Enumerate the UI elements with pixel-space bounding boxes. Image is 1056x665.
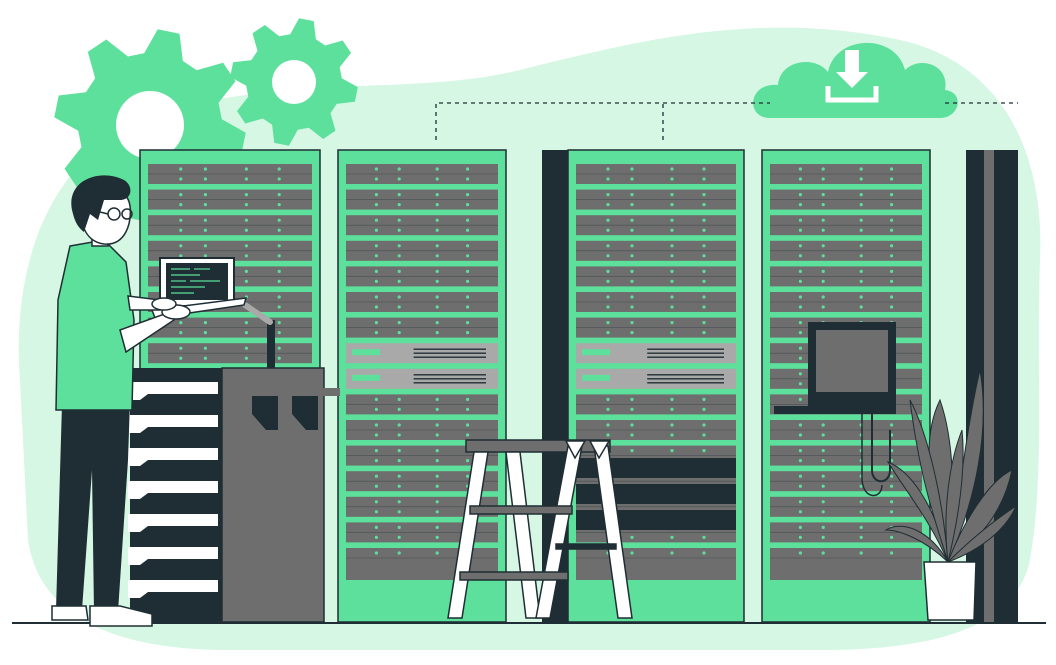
server-unit bbox=[346, 164, 498, 184]
network-lines bbox=[435, 102, 1018, 140]
drawer-cabinet bbox=[128, 367, 340, 623]
server-unit bbox=[346, 189, 498, 210]
plant-pot bbox=[923, 561, 977, 621]
plant-leaf bbox=[886, 460, 949, 563]
server-unit bbox=[576, 266, 736, 287]
server-unit bbox=[770, 292, 922, 312]
plant-leaf bbox=[945, 429, 964, 563]
monitor-arm bbox=[242, 302, 275, 368]
server-unit bbox=[148, 164, 312, 184]
potted-plant bbox=[884, 369, 1018, 621]
shoe bbox=[51, 605, 89, 621]
server-unit bbox=[346, 292, 498, 312]
plant-leaf bbox=[884, 525, 949, 563]
gear-icon bbox=[230, 18, 358, 146]
server-unit bbox=[770, 189, 922, 210]
glasses bbox=[99, 207, 133, 221]
plant-leaf bbox=[947, 504, 1018, 563]
laptop bbox=[150, 257, 248, 319]
server-unit bbox=[576, 394, 736, 415]
cabinet-bracket bbox=[252, 396, 278, 430]
server-unit bbox=[576, 317, 736, 338]
server-unit bbox=[770, 496, 922, 517]
cabinet-drawer bbox=[128, 415, 218, 433]
server-rack bbox=[337, 149, 507, 623]
server-unit bbox=[770, 266, 922, 287]
server-unit bbox=[770, 215, 922, 236]
step-ladder bbox=[447, 439, 633, 619]
server-unit bbox=[770, 420, 922, 440]
wall-monitor bbox=[774, 322, 896, 497]
server-unit bbox=[576, 189, 736, 210]
server-unit bbox=[770, 522, 922, 543]
server-unit bbox=[346, 394, 498, 415]
server-unit bbox=[576, 420, 736, 440]
server-unit bbox=[770, 164, 922, 184]
cabinet-bracket bbox=[292, 396, 318, 430]
server-unit bbox=[576, 368, 736, 389]
server-unit bbox=[576, 215, 736, 236]
server-unit bbox=[346, 215, 498, 236]
server-unit bbox=[148, 240, 312, 261]
server-unit bbox=[770, 240, 922, 261]
server-unit bbox=[576, 343, 736, 364]
cloud-download-icon bbox=[753, 42, 958, 118]
server-unit bbox=[770, 445, 922, 466]
server-unit bbox=[148, 343, 312, 364]
server-rack bbox=[567, 149, 745, 623]
server-unit bbox=[346, 420, 498, 440]
server-unit bbox=[576, 292, 736, 312]
server-unit bbox=[770, 471, 922, 492]
shoe bbox=[89, 605, 153, 627]
cabinet-drawer bbox=[128, 580, 218, 598]
cabinet-drawer bbox=[128, 547, 218, 565]
server-unit bbox=[576, 240, 736, 261]
hand bbox=[151, 297, 177, 311]
server-unit bbox=[576, 164, 736, 184]
technician-person bbox=[51, 175, 191, 627]
hair bbox=[71, 175, 131, 232]
server-unit bbox=[346, 343, 498, 364]
server-unit bbox=[346, 266, 498, 287]
server-unit bbox=[346, 240, 498, 261]
server-unit bbox=[346, 317, 498, 338]
cabinet-drawer bbox=[128, 481, 218, 499]
server-unit bbox=[148, 189, 312, 210]
cabinet-drawer bbox=[128, 382, 218, 400]
server-unit bbox=[346, 368, 498, 389]
server-unit bbox=[148, 215, 312, 236]
cabinet-drawer bbox=[128, 448, 218, 466]
cabinet-drawer bbox=[128, 514, 218, 532]
plant-leaf bbox=[909, 399, 949, 563]
